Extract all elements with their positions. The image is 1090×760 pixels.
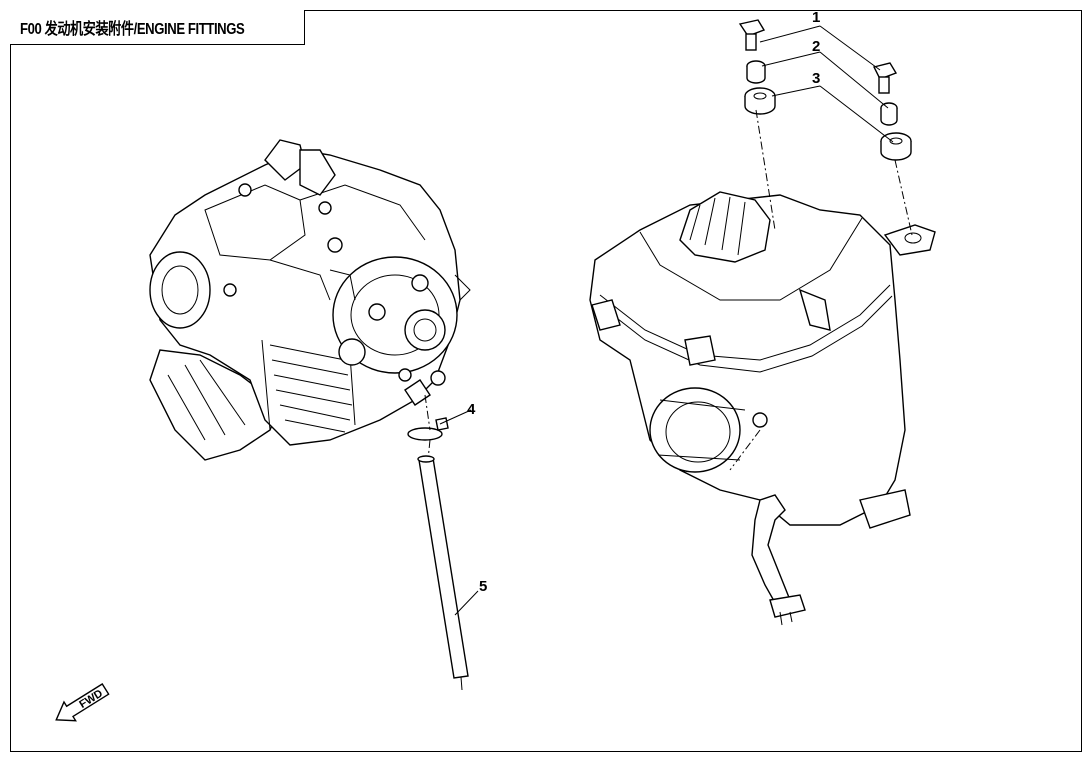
engine-assembly: [149, 139, 471, 461]
callout-1: 1: [812, 9, 820, 26]
part-2-bushing-right: [880, 102, 898, 126]
callout-5: 5: [479, 578, 487, 595]
leader-3: [771, 85, 894, 143]
title-box: F00 发动机安装附件/ENGINE FITTINGS: [10, 10, 305, 45]
part-5-breather-hose: [417, 455, 469, 691]
fwd-arrow-icon: FWD: [55, 683, 110, 722]
callout-3: 3: [812, 70, 820, 87]
callout-4: 4: [467, 401, 476, 418]
leader-2: [761, 51, 889, 109]
part-2-bushing-left: [746, 60, 766, 84]
part-3-grommet-left: [744, 87, 776, 115]
page-title: F00 发动机安装附件/ENGINE FITTINGS: [20, 21, 245, 38]
part-1-bolt-left: [738, 19, 766, 51]
part-1-bolt-right: [872, 62, 898, 94]
part-3-grommet-right: [880, 132, 912, 161]
leader-1: [759, 25, 881, 71]
drawing-frame: [10, 10, 1082, 752]
callout-2: 2: [812, 38, 820, 55]
leader-5: [454, 590, 479, 616]
part-4-hose-clamp: [407, 417, 449, 441]
leader-4: [439, 409, 472, 425]
airbox-assembly: [589, 191, 936, 626]
